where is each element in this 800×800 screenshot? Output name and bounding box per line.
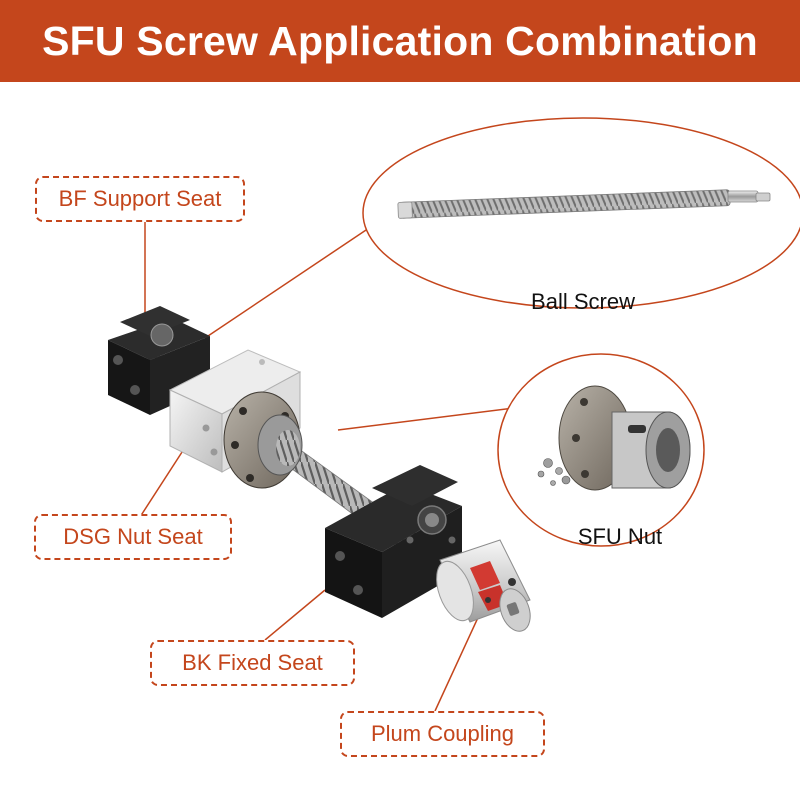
sfu-nut-image <box>537 385 691 491</box>
sfu-nut-on-shaft <box>223 391 303 489</box>
caption-sfu-nut: SFU Nut <box>577 524 663 549</box>
ball-screw-image <box>397 189 771 219</box>
callout-plum-coupling: Plum Coupling <box>340 711 545 757</box>
callout-dsg-nut-seat: DSG Nut Seat <box>34 514 232 560</box>
ball-screw-zoom-oval <box>362 117 800 309</box>
bf-support-seat-image <box>108 306 210 415</box>
page-title: SFU Screw Application Combination <box>42 18 758 64</box>
callout-bf-support-seat: BF Support Seat <box>35 176 245 222</box>
bk-fixed-seat-image <box>325 465 462 618</box>
callout-bk-fixed-seat: BK Fixed Seat <box>150 640 355 686</box>
caption-ball-screw: Ball Screw <box>531 289 635 314</box>
title-banner <box>0 0 800 82</box>
leader-lines <box>139 221 515 712</box>
plum-coupling-image <box>436 539 531 632</box>
